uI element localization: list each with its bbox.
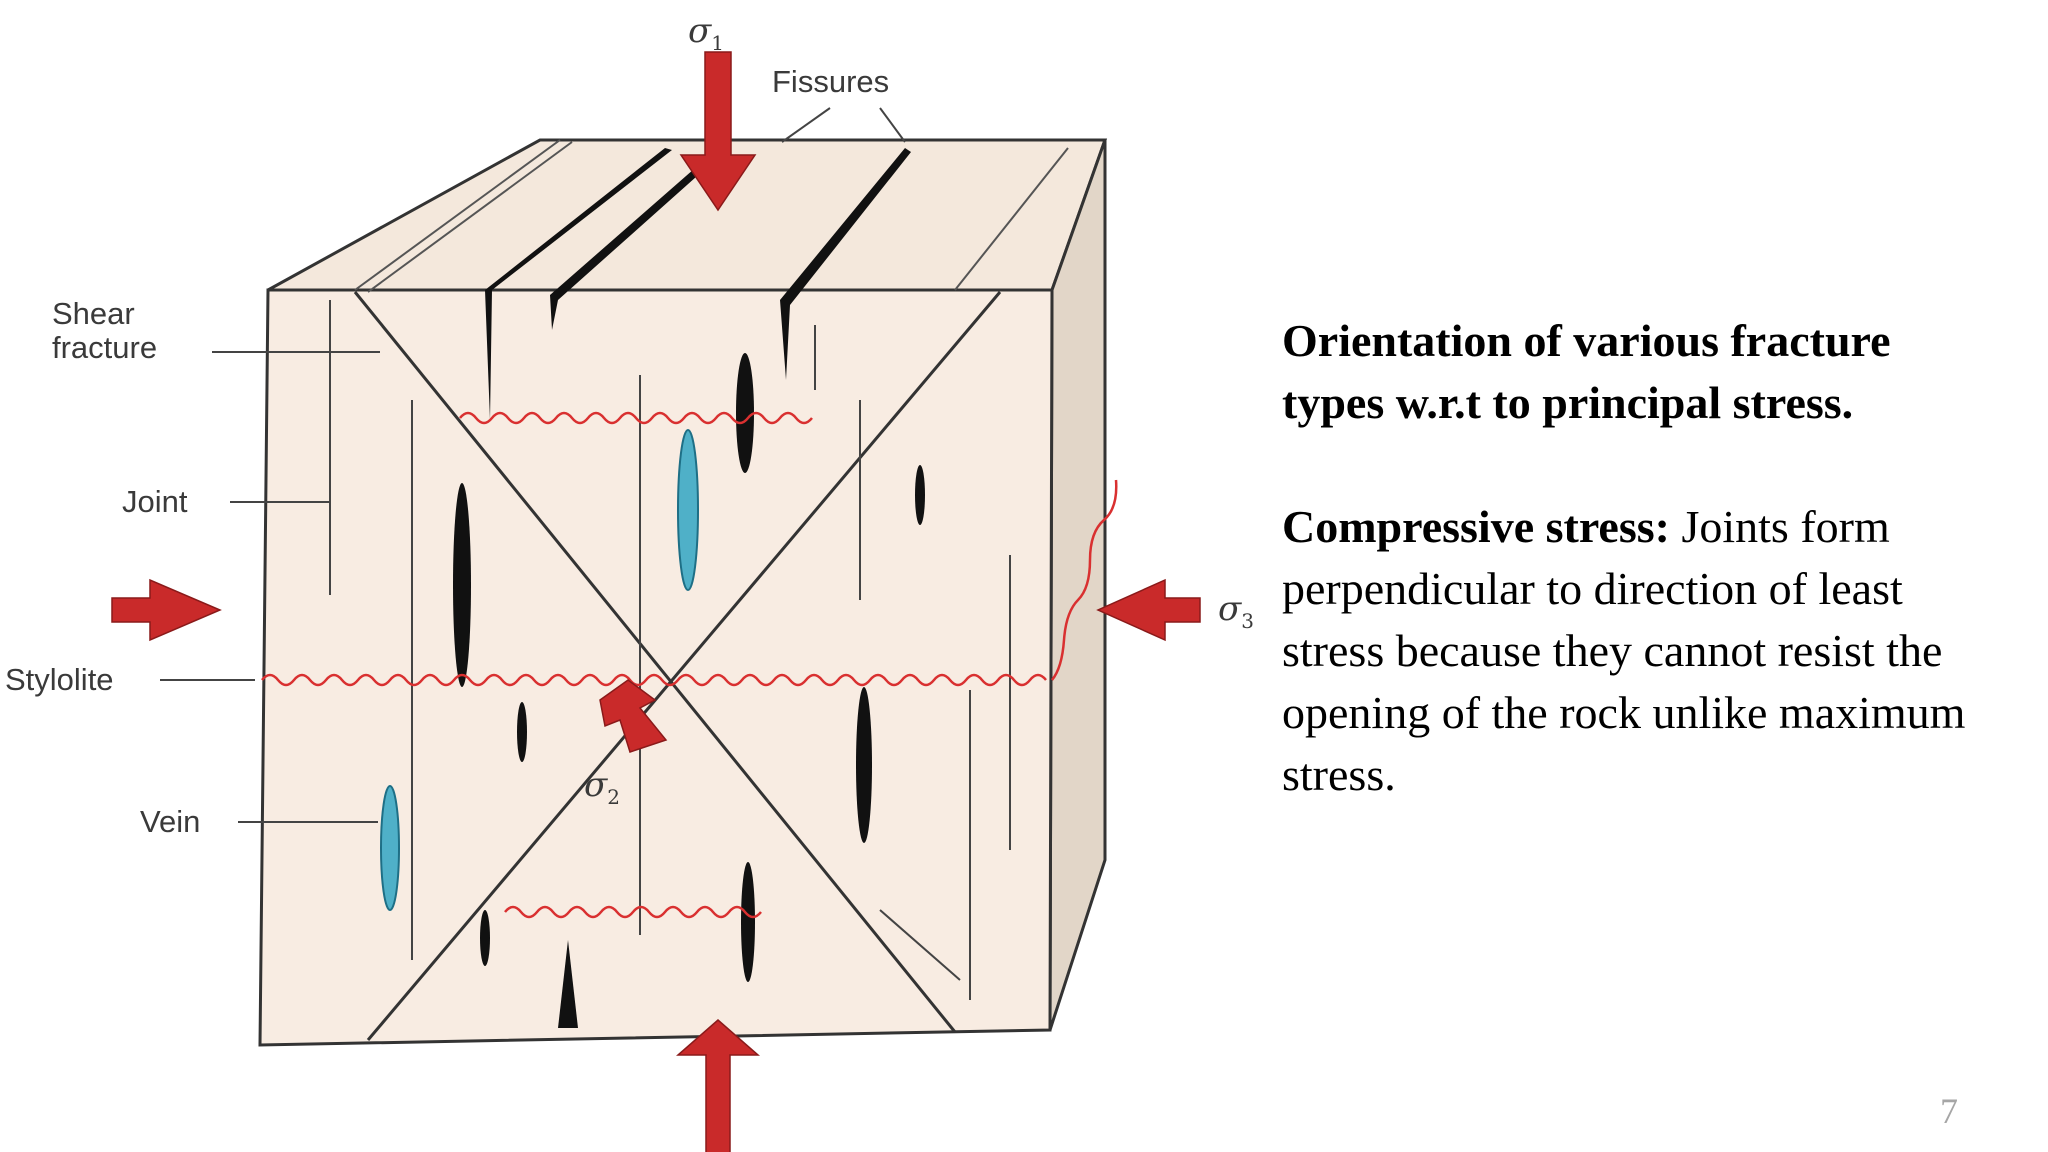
- leader-lines: [160, 107, 906, 823]
- slide-title: Orientation of various fracture types w.…: [1282, 315, 1891, 428]
- description-text: Orientation of various fracture types w.…: [1282, 310, 2002, 806]
- sigma3-arrow-left: [111, 578, 222, 642]
- top-edge-shear: [354, 139, 1069, 293]
- label-vein: Vein: [140, 804, 200, 839]
- sigma1-arrow-top: [679, 51, 757, 212]
- stress-arrows: [111, 51, 1201, 1152]
- sigma1-label: σ1: [688, 11, 724, 55]
- body-heading: Compressive stress:: [1282, 501, 1670, 552]
- sigma2-label: σ2: [584, 765, 620, 809]
- block-front-face: [258, 288, 1054, 1047]
- fracture-stress-diagram: Shear fracture Joint Stylolite Vein Fiss…: [5, 11, 1254, 1152]
- stylolites: [261, 411, 1118, 919]
- label-stylolite: Stylolite: [5, 662, 114, 697]
- vein: [380, 785, 400, 911]
- veins: [380, 429, 699, 911]
- sigma1-arrow-bottom: [676, 1019, 760, 1152]
- label-shear-fracture-line2: fracture: [52, 330, 157, 365]
- sigma3-label: σ3: [1218, 589, 1254, 633]
- sigma2-arrow: [599, 679, 668, 753]
- label-shear-fracture-line1: Shear: [52, 296, 135, 331]
- vein: [677, 429, 699, 591]
- label-joint: Joint: [122, 484, 188, 519]
- sigma3-arrow-right: [1096, 578, 1201, 642]
- block-side-face: [1048, 139, 1107, 1031]
- shear-fractures: [353, 291, 1002, 1041]
- body-text: Joints form perpendicular to direction o…: [1282, 501, 1966, 800]
- joint-lines: [329, 300, 1011, 1000]
- label-fissures: Fissures: [772, 64, 889, 99]
- slide-body: Compressive stress: Joints form perpendi…: [1282, 496, 2002, 806]
- page-number: 7: [1940, 1091, 1958, 1131]
